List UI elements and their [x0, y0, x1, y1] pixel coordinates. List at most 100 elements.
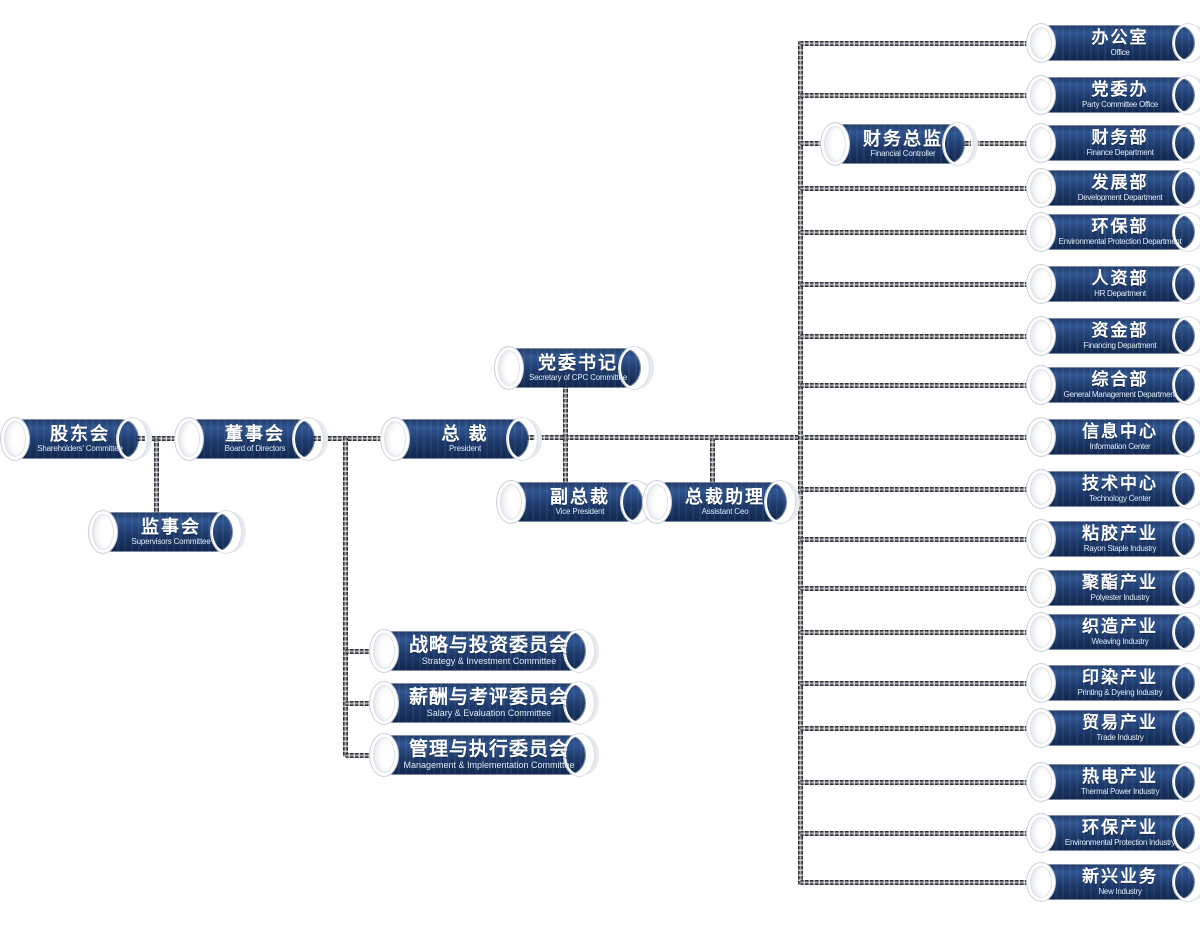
node-label-en: New Industry [1098, 886, 1142, 896]
cylinder-left-cap [494, 346, 524, 390]
node-label-zh: 人资部 [1091, 269, 1149, 289]
connector-management-stub [345, 753, 377, 758]
node-label-en: Financing Department [1083, 340, 1157, 350]
node-label-en: Shareholders' Committee [37, 444, 123, 454]
cylinder-right-cap [564, 682, 594, 724]
connector-printing-stub [800, 681, 1030, 686]
node-label-zh: 环保部 [1091, 217, 1149, 237]
node-label-zh: 战略与投资委员会 [408, 634, 569, 656]
node-label-en: General Management Department [1063, 389, 1177, 399]
cylinder-left-cap [369, 733, 399, 777]
cylinder-right-cap [1173, 24, 1200, 62]
org-node-env-protection-industry: 环保产业 Environmental Protection Industry [1026, 813, 1200, 853]
node-label-zh: 聚酯产业 [1082, 573, 1158, 593]
node-label-en: Thermal Power Industry [1080, 786, 1160, 796]
connector-strategy-stub [345, 649, 377, 654]
cylinder-right-cap [1173, 124, 1200, 162]
node-label-en: Secretary of CPC Committee [529, 373, 627, 383]
cylinder-right-cap [564, 734, 594, 776]
cylinder-right-cap [619, 347, 649, 389]
node-label-zh: 薪酬与考评委员会 [408, 686, 569, 708]
cylinder-left-cap [1026, 264, 1056, 304]
node-label-zh: 技术中心 [1082, 474, 1158, 494]
node-label-en: Supervisors Committee [131, 537, 211, 547]
node-label-en: Information Center [1089, 441, 1151, 451]
cylinder-right-cap [943, 123, 973, 165]
node-label-en: Polyester Industry [1090, 592, 1150, 602]
node-label-zh: 总裁助理 [685, 486, 765, 507]
org-node-hr-dept: 人资部 HR Department [1026, 264, 1200, 304]
cylinder-right-cap [765, 481, 795, 523]
cylinder-left-cap [642, 480, 672, 524]
cylinder-left-cap [1026, 862, 1056, 902]
node-label-zh: 资金部 [1091, 321, 1149, 341]
connector-salary-stub [345, 701, 377, 706]
node-label-zh: 财务部 [1091, 128, 1149, 148]
node-label-zh: 贸易产业 [1082, 713, 1158, 733]
cylinder-right-cap [1173, 709, 1200, 747]
org-node-salary-committee: 薪酬与考评委员会 Salary & Evaluation Committee [369, 681, 594, 725]
node-label-en: Printing & Dyeing Industry [1077, 687, 1163, 697]
node-label-en: Weaving Industry [1091, 636, 1149, 646]
cylinder-left-cap [0, 417, 30, 461]
org-node-trade-industry: 贸易产业 Trade Industry [1026, 708, 1200, 748]
connector-president-trunk [520, 435, 1032, 440]
cylinder-left-cap [88, 510, 118, 554]
org-node-financing-dept: 资金部 Financing Department [1026, 316, 1200, 356]
node-label-zh: 办公室 [1091, 28, 1149, 48]
connector-vp-drop [563, 438, 568, 484]
node-label-zh: 党委办 [1091, 80, 1149, 100]
cylinder-left-cap [1026, 568, 1056, 608]
org-node-strategy-committee: 战略与投资委员会 Strategy & Investment Committee [369, 629, 594, 673]
cylinder-left-cap [1026, 365, 1056, 405]
node-label-zh: 副总裁 [550, 486, 610, 507]
node-label-zh: 新兴业务 [1082, 867, 1158, 887]
connector-main-trunk [798, 41, 803, 885]
node-label-zh: 管理与执行委员会 [408, 738, 569, 760]
node-label-en: Technology Center [1089, 493, 1151, 503]
connector-env-dept-stub [800, 230, 1030, 235]
org-node-supervisors: 监事会 Supervisors Committee [88, 510, 241, 554]
cylinder-right-cap [1173, 470, 1200, 508]
connector-env-industry-stub [800, 831, 1030, 836]
node-label-en: Office [1110, 47, 1130, 57]
connector-shareholders-board [122, 436, 180, 441]
node-label-en: Environmental Protection Department [1058, 236, 1182, 246]
connector-thermal-stub [800, 780, 1030, 785]
cylinder-right-cap [1173, 317, 1200, 355]
connector-tech-stub [800, 487, 1030, 492]
cylinder-left-cap [1026, 23, 1056, 63]
org-node-party-office: 党委办 Party Committee Office [1026, 75, 1200, 115]
connector-cpc-drop [563, 384, 568, 438]
cylinder-right-cap [1173, 763, 1200, 801]
node-label-zh: 印染产业 [1082, 668, 1158, 688]
cylinder-left-cap [1026, 417, 1056, 457]
cylinder-left-cap [1026, 75, 1056, 115]
connector-board-president [308, 436, 388, 441]
org-node-office: 办公室 Office [1026, 23, 1200, 63]
org-node-polyester-industry: 聚酯产业 Polyester Industry [1026, 568, 1200, 608]
cylinder-left-cap [1026, 316, 1056, 356]
connector-weaving-stub [800, 630, 1030, 635]
cylinder-right-cap [1173, 366, 1200, 404]
node-label-en: Party Committee Office [1082, 99, 1158, 109]
node-label-zh: 粘胶产业 [1082, 524, 1158, 544]
cylinder-left-cap [1026, 519, 1056, 559]
org-node-cpc-secretary: 党委书记 Secretary of CPC Committee [494, 346, 649, 390]
cylinder-right-cap [1173, 418, 1200, 456]
node-label-en: Management & Implementation Committee [403, 760, 575, 771]
cylinder-right-cap [1173, 664, 1200, 702]
cylinder-right-cap [1173, 863, 1200, 901]
cylinder-left-cap [369, 629, 399, 673]
node-label-en: Vice President [555, 507, 605, 517]
node-label-en: President [449, 444, 481, 454]
node-label-zh: 股东会 [50, 423, 110, 444]
node-label-zh: 发展部 [1091, 173, 1149, 193]
node-label-zh: 党委书记 [538, 352, 618, 373]
cylinder-left-cap [1026, 663, 1056, 703]
node-label-en: Board of Directors [224, 444, 286, 454]
cylinder-right-cap [1173, 814, 1200, 852]
org-node-weaving-industry: 织造产业 Weaving Industry [1026, 612, 1200, 652]
connector-office-stub [800, 41, 1030, 46]
node-label-zh: 热电产业 [1082, 767, 1158, 787]
